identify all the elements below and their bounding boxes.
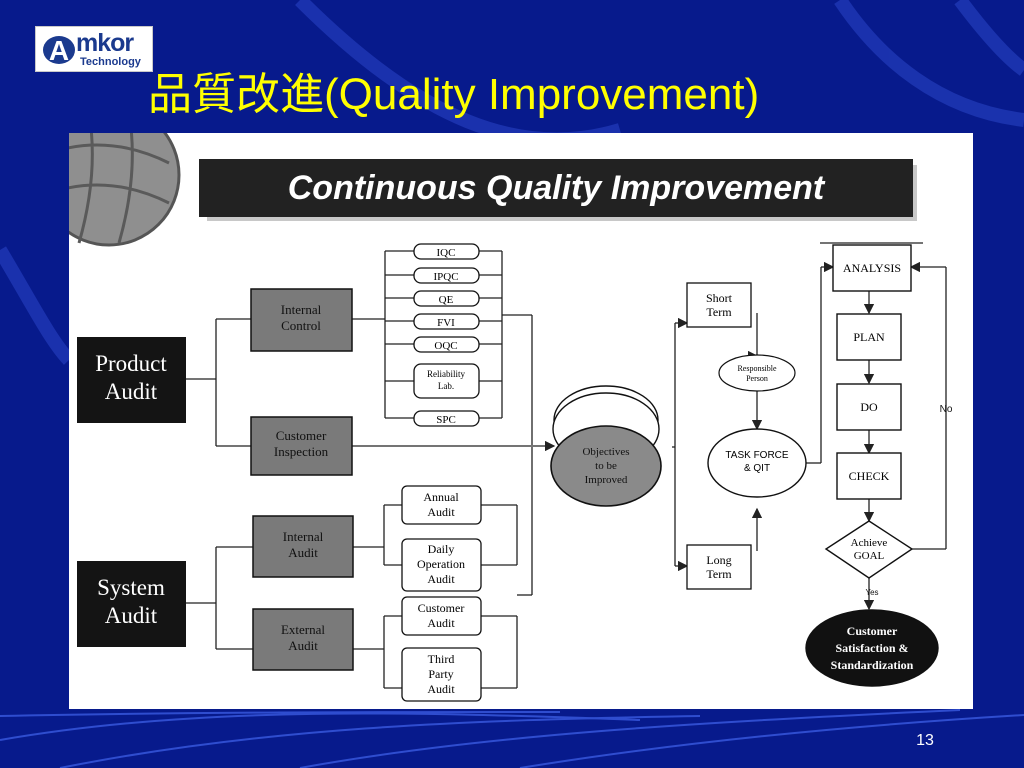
logo-letter: A [49,35,69,66]
globe-graphic [69,133,181,247]
control-item-oqc: OQC [434,340,457,352]
logo-subtitle: Technology [80,56,141,68]
task-force-node: TASK FORCE& QIT [707,428,807,498]
amkor-logo: A mkor Technology [35,26,153,72]
page-number: 13 [916,732,934,749]
logo-word: mkor [76,29,134,57]
analysis-label: ANALYSIS [843,261,901,275]
logo-a-icon: A [43,35,75,66]
do-label: DO [860,400,878,414]
control-item-spc: SPC [436,414,456,426]
banner: Continuous Quality Improvement [199,159,917,221]
diagram-panel: Continuous Quality Improvement [69,133,973,709]
plan-label: PLAN [853,330,885,344]
control-item-iqc: IQC [437,247,456,259]
task-force-label: TASK FORCE& QIT [725,450,788,474]
yes-label: Yes [865,588,878,597]
slide-title: 品質改進(Quality Improvement) [148,70,760,119]
control-item-qe: QE [439,294,454,306]
connector-lines [186,242,947,689]
no-label: No [940,404,953,415]
cycle-steps: ANALYSIS PLAN DO CHECK [832,244,912,500]
control-item-ipqc: IPQC [433,271,458,283]
check-label: CHECK [849,469,890,483]
banner-title: Continuous Quality Improvement [288,169,826,207]
control-item-fvi: FVI [437,317,455,329]
quality-flow-diagram: Continuous Quality Improvement [69,133,953,702]
